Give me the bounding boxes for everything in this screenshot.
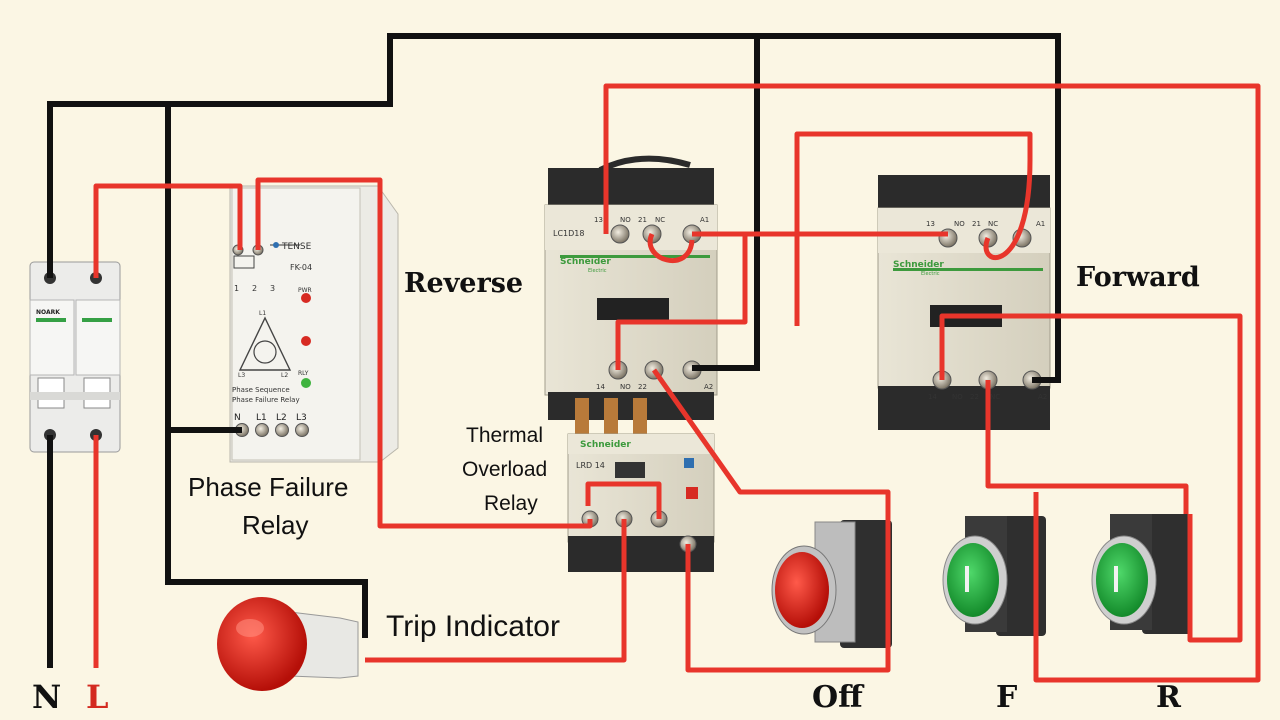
reverse-contactor-model: LC1D18: [553, 229, 584, 238]
reverse-label: Reverse: [404, 268, 524, 299]
thermal-label-line1: Thermal: [466, 424, 544, 447]
f-label: F: [996, 680, 1018, 715]
phase-relay-brand: TENSE: [281, 242, 312, 252]
trip-indicator-label: Trip Indicator: [386, 610, 560, 643]
reverse-top-a1: A1: [700, 216, 709, 224]
phase-failure-relay: [229, 185, 399, 463]
live-mcb-to-relay-wire: [93, 183, 243, 278]
live-wires: [93, 83, 1261, 683]
forward-bottom-14: 14: [928, 393, 937, 401]
live-overload-to-off-wire: [585, 481, 662, 519]
live-forward-hold-wire: [939, 313, 1243, 643]
reverse-bottom-14: 14: [596, 383, 605, 391]
off-label: Off: [812, 680, 863, 715]
forward-push-button: [942, 516, 1046, 636]
reverse-top-13: 13: [594, 216, 603, 224]
forward-top-21: 21: [972, 220, 981, 228]
forward-top-no: NO: [954, 220, 965, 228]
overload-brand: Schneider: [580, 440, 631, 450]
live-relay-out-wire: [255, 177, 593, 529]
n-label: N: [32, 678, 62, 716]
neutral-trip-lamp-wire: [165, 430, 368, 638]
phase-relay-term-l1: L1: [256, 413, 267, 423]
phase-relay-rly: RLY: [298, 370, 309, 377]
reverse-contactor: [544, 155, 718, 420]
phase-relay-pwr: PWR: [298, 287, 312, 294]
overload-model: LRD 14: [576, 461, 605, 470]
reverse-contactor-brand-sub: Electric: [588, 268, 607, 274]
phase-failure-relay-label-line2: Relay: [242, 510, 309, 540]
forward-bottom-no: NO: [952, 393, 963, 401]
reverse-bottom-no: NO: [620, 383, 631, 391]
phase-relay-triangle-l3: L3: [238, 372, 245, 379]
live-forward-button-wire: [985, 380, 1189, 514]
phase-relay-triangle-l1: L1: [259, 310, 266, 317]
reverse-bottom-22: 22: [638, 383, 647, 391]
forward-contactor-brand-sub: Electric: [921, 271, 940, 277]
forward-bottom-a2: A2: [1038, 393, 1047, 401]
mcb-brand-text: NOARK: [36, 309, 60, 316]
phase-relay-triangle-l2: L2: [281, 372, 288, 379]
thermal-overload-relay: [567, 398, 715, 572]
reverse-bottom-a2: A2: [704, 383, 713, 391]
mcb-breaker: NOARK: [29, 261, 121, 453]
reverse-top-21: 21: [638, 216, 647, 224]
reverse-contactor-brand: Schneider: [560, 257, 611, 267]
forward-contactor-brand: Schneider: [893, 260, 944, 270]
phase-relay-term-l3: L3: [296, 413, 307, 423]
reverse-push-button: [1091, 514, 1192, 634]
reverse-top-nc: NC: [655, 216, 665, 224]
neutral-wires: [47, 33, 1061, 668]
phase-relay-model: FK-04: [290, 263, 312, 272]
live-top-loop-wire: [603, 83, 1261, 683]
live-off-loop-wire: [651, 368, 891, 673]
phase-relay-pin-2: 2: [252, 284, 257, 293]
forward-bottom-nc: NC: [990, 393, 1000, 401]
neutral-reverse-a2-wire: [692, 36, 760, 371]
forward-label: Forward: [1076, 262, 1200, 293]
off-push-button: [771, 520, 892, 648]
thermal-label-line3: Relay: [484, 492, 538, 515]
r-label: R: [1156, 680, 1181, 715]
trip-indicator-lamp: [217, 597, 359, 691]
phase-relay-pin-3: 3: [270, 284, 275, 293]
forward-top-nc: NC: [988, 220, 998, 228]
forward-top-13: 13: [926, 220, 935, 228]
forward-bottom-22: 22: [970, 393, 979, 401]
phase-relay-term-n: N: [234, 413, 241, 423]
live-relay-to-off-wire: [365, 519, 627, 663]
forward-top-a1: A1: [1036, 220, 1045, 228]
phase-relay-desc-2: Phase Failure Relay: [232, 396, 300, 404]
reverse-top-no: NO: [620, 216, 631, 224]
phase-relay-pin-1: 1: [234, 284, 239, 293]
neutral-main-wire: [47, 33, 1061, 383]
thermal-label-line2: Overload: [462, 458, 548, 481]
live-reverse-nc-loop: [647, 232, 695, 263]
phase-failure-relay-label-line1: Phase Failure: [188, 472, 349, 502]
phase-relay-desc-1: Phase Sequence: [232, 386, 290, 394]
l-label: L: [86, 678, 109, 716]
live-forward-nc-loop: [794, 131, 1033, 326]
phase-relay-term-l2: L2: [276, 413, 287, 423]
